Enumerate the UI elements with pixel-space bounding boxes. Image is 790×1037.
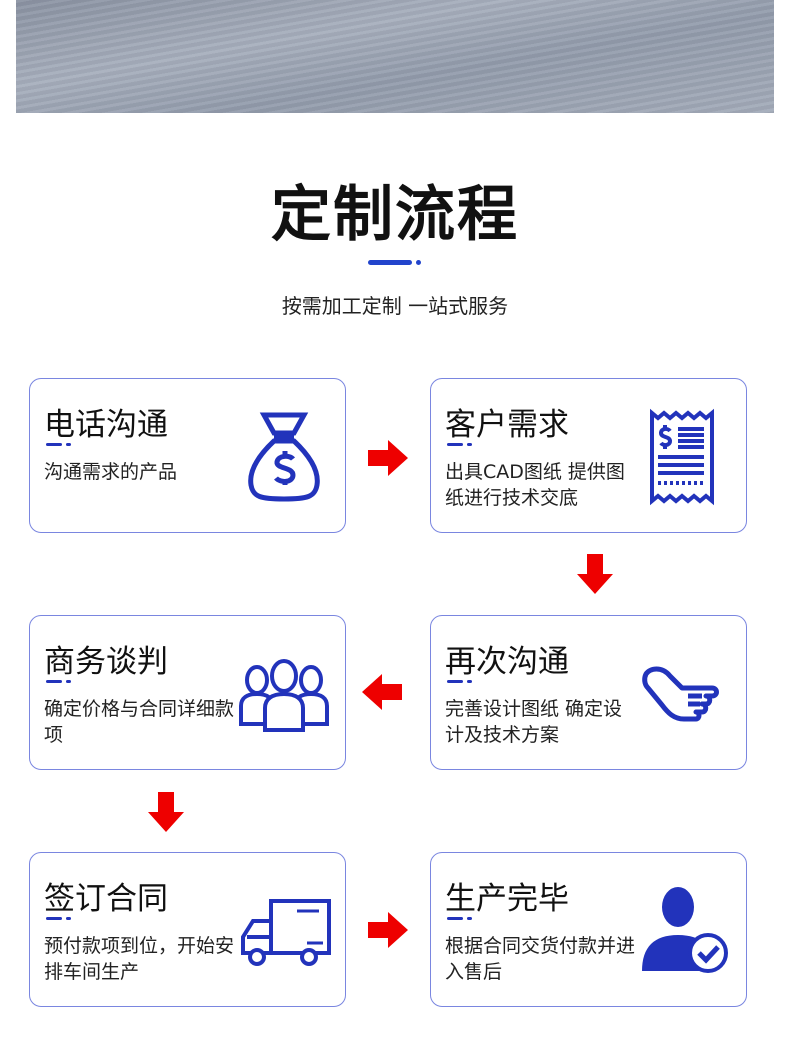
step-desc: 预付款项到位，开始安排车间生产: [44, 935, 235, 983]
arrow-down-icon: [577, 554, 613, 594]
step-title: 签订合同: [44, 881, 168, 917]
step-desc: 确定价格与合同详细款项: [44, 698, 235, 746]
team-icon: [239, 659, 329, 732]
receipt-icon: [650, 408, 714, 506]
money-bag-icon: [248, 412, 320, 502]
step-card-requirements: 客户需求 出具CAD图纸 提供图纸进行技术交底: [430, 378, 747, 533]
page-title: 定制流程: [271, 180, 519, 250]
step-desc: 根据合同交货付款并进入售后: [445, 935, 636, 983]
step-card-negotiation: 商务谈判 确定价格与合同详细款项: [29, 615, 346, 770]
title-divider-dot: [416, 260, 421, 265]
arrow-left-icon: [362, 674, 402, 710]
title-divider: [368, 260, 412, 265]
arrow-right-icon: [368, 440, 408, 476]
accent-bar: [46, 443, 62, 446]
step-title: 再次沟通: [445, 644, 569, 680]
accent-dot: [66, 917, 71, 920]
user-check-icon: [642, 887, 728, 973]
accent-dot: [467, 443, 472, 446]
step-desc: 沟通需求的产品: [44, 461, 178, 483]
accent-bar: [46, 680, 62, 683]
truck-icon: [241, 899, 331, 966]
accent-bar: [447, 917, 463, 920]
accent-bar: [46, 917, 62, 920]
hero-image: [16, 0, 774, 113]
step-card-phone: 电话沟通 沟通需求的产品: [29, 378, 346, 533]
step-card-recommunicate: 再次沟通 完善设计图纸 确定设计及技术方案: [430, 615, 747, 770]
accent-dot: [467, 917, 472, 920]
accent-bar: [447, 443, 463, 446]
step-card-production-done: 生产完毕 根据合同交货付款并进入售后: [430, 852, 747, 1007]
step-desc: 出具CAD图纸 提供图纸进行技术交底: [445, 461, 625, 509]
step-title: 生产完毕: [445, 881, 569, 917]
pointing-hand-icon: [642, 666, 719, 722]
accent-dot: [467, 680, 472, 683]
step-title: 商务谈判: [44, 644, 168, 680]
step-title: 客户需求: [445, 407, 569, 443]
arrow-down-icon: [148, 792, 184, 832]
accent-bar: [447, 680, 463, 683]
step-desc: 完善设计图纸 确定设计及技术方案: [445, 698, 623, 746]
accent-dot: [66, 443, 71, 446]
step-card-contract: 签订合同 预付款项到位，开始安排车间生产: [29, 852, 346, 1007]
page-subtitle: 按需加工定制 一站式服务: [281, 294, 509, 318]
step-title: 电话沟通: [44, 407, 168, 443]
accent-dot: [66, 680, 71, 683]
arrow-right-icon: [368, 912, 408, 948]
